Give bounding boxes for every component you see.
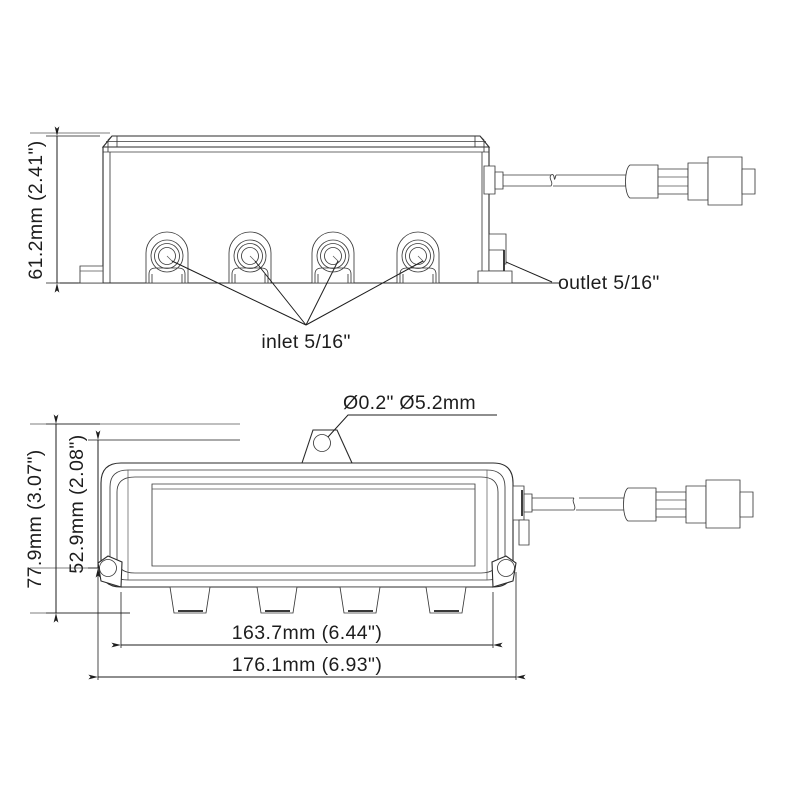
bottom-mount-ear-right [491,555,517,588]
front-body-outline [60,135,560,284]
connector-boot [625,164,659,199]
inlet-4-bracket [399,267,437,283]
front-outlet-mid-block [488,249,505,272]
connector-barrel [707,156,743,206]
inlet-3-bracket [314,267,352,283]
bottom-body-outer [100,462,514,588]
front-corner-chamfer-left [107,135,113,152]
dimension-front-height: 61.2mm (2.41") [25,126,100,293]
inlet-2-bracket-legs [234,274,266,283]
bottom-gland-neck [523,493,533,513]
bottom-inner-width-dim-text: 163.7mm (6.44") [232,622,383,644]
front-gland-neck [494,171,504,190]
inlet-2-bracket [231,267,269,283]
front-cable-gland [483,165,504,195]
bottom-cable-connector [623,479,754,529]
inlet-callout-leaders [171,260,424,326]
bottom-tab-4 [425,586,467,614]
front-left-foot-block [79,265,104,284]
hole-callout: Ø0.2" Ø5.2mm [327,392,497,438]
inlet-4-bracket-legs [402,274,434,283]
bottom-plan-view: Ø0.2" Ø5.2mm 77.9mm (3.07") 52.9mm (2.08… [24,392,754,680]
inlet-leader-1 [171,260,307,326]
bottom-inner-height-dim-text: 52.9mm (2.08") [66,434,88,573]
mount-ear-top-hole [313,434,331,452]
front-cable-break-join [550,174,557,180]
inlet-1-bracket-legs [151,274,183,283]
bottom-connector-barrel [705,479,741,529]
inlet-1-bracket [148,267,186,283]
front-cable-connector [625,156,756,206]
bottom-inner-panel [151,483,476,567]
bottom-connector-collar [685,485,707,524]
inlet-3-bracket-legs [317,274,349,283]
bottom-connector-end-nub [739,491,754,518]
dimension-bottom-inner-width: 163.7mm (6.44") [111,592,503,648]
inlet-callout-label: inlet 5/16" [261,331,350,353]
dimension-bottom-outer-height: 77.9mm (3.07") [24,414,130,623]
connector-threaded-section [657,168,689,195]
bottom-connector-boot [623,487,657,522]
front-gland-body [483,165,496,195]
connector-end-nub [741,168,756,195]
outlet-leader-line [505,261,553,283]
front-elevation-view: 61.2mm (2.41") inlet 5/16" outlet 5/16" [25,126,756,353]
front-inlet-ports [145,231,440,284]
front-left-foot [79,265,104,284]
front-outlet-assembly [477,233,513,284]
mount-ear-left-hole [99,559,117,577]
front-cable-break-symbol [546,174,553,187]
bottom-body-rim-inner [116,476,499,574]
bottom-tab-1 [169,586,211,614]
inlet-leader-3 [305,260,339,326]
dimension-bottom-inner-height: 52.9mm (2.08") [66,430,240,578]
bottom-cable [532,497,628,511]
bottom-outer-height-dim-text: 77.9mm (3.07") [24,449,46,588]
dimension-bottom-outer-width: 176.1mm (6.93") [88,572,526,680]
bottom-gland-lower-block [518,519,530,546]
mount-ear-right-hole [497,559,515,577]
front-outlet-base-block [477,270,513,284]
front-corner-chamfer-right [479,135,485,152]
front-cable [503,174,630,187]
bottom-mount-ear-top [301,429,353,464]
inlet-port-4 [396,231,440,284]
bottom-cable-gland [512,485,533,546]
bottom-tab-3 [339,586,381,614]
inlet-port-3 [311,231,355,284]
connector-collar [687,162,709,201]
bottom-body-outline [100,462,514,588]
inlet-port-1 [145,231,189,284]
bottom-outer-width-dim-text: 176.1mm (6.93") [232,654,383,676]
bottom-edge-tabs [169,586,467,614]
hole-callout-label: Ø0.2" Ø5.2mm [343,392,476,414]
bottom-connector-threaded-section [655,491,687,518]
front-height-dim-text: 61.2mm (2.41") [25,140,47,279]
bottom-mount-ear-left [97,555,123,588]
hole-callout-leader [327,414,497,438]
inlet-leader-4 [305,260,424,326]
bottom-tab-2 [256,586,298,614]
inlet-port-2 [228,231,272,284]
outlet-callout-label: outlet 5/16" [558,272,660,294]
bottom-cable-break-symbol [570,497,576,511]
outlet-callout: outlet 5/16" [505,261,660,294]
inlet-leader-2 [254,260,307,326]
